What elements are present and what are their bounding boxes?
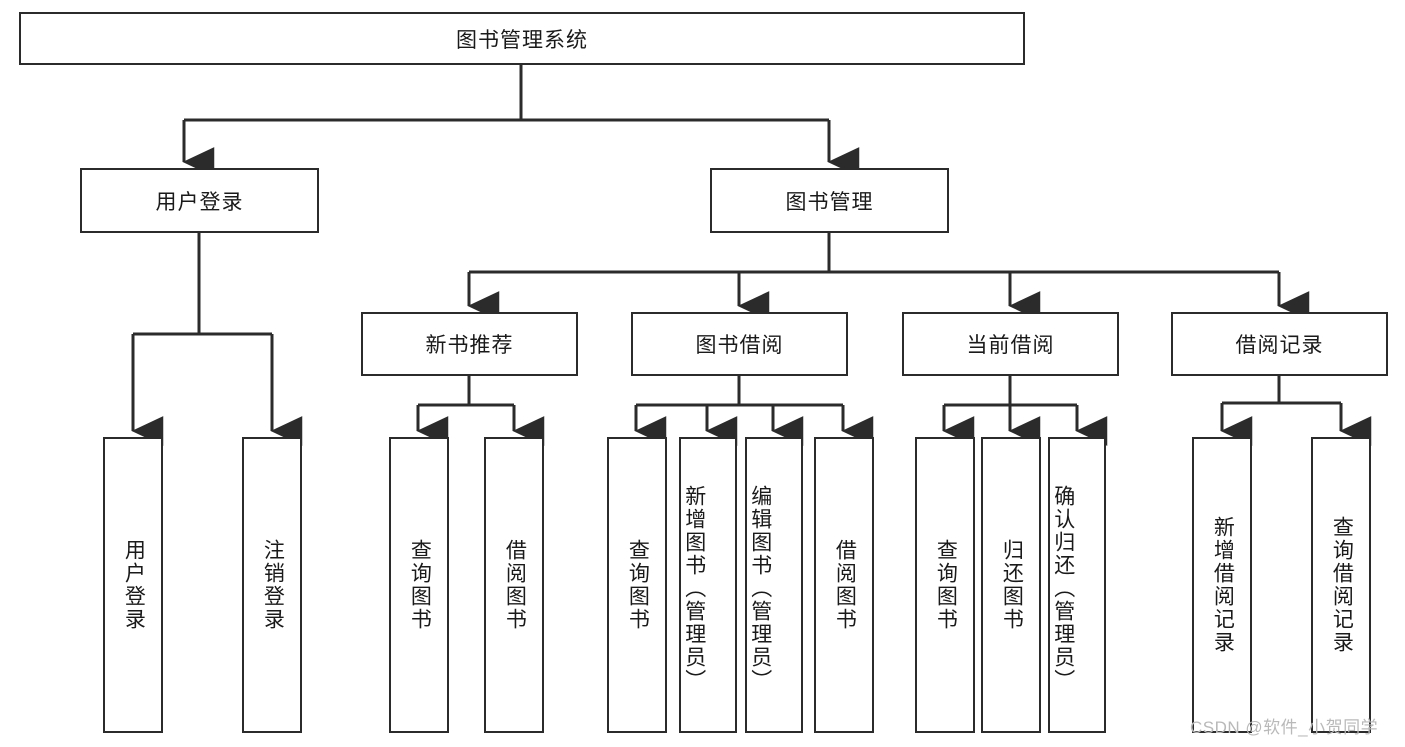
node-label: 借阅图书	[833, 539, 857, 631]
node-label: 借阅图书	[503, 539, 527, 631]
node-label: 查询借阅记录	[1330, 516, 1354, 654]
node-label: 用户登录	[155, 190, 244, 214]
leaf-current-borrow-return-book[interactable]: 归还图书	[981, 437, 1041, 733]
leaf-new-book-borrow-book[interactable]: 借阅图书	[484, 437, 544, 733]
leaf-new-book-query-book[interactable]: 查询图书	[389, 437, 449, 733]
node-label: 图书管理	[785, 190, 874, 214]
leaf-book-borrow-edit-book-admin[interactable]: 编辑图书（管理员）	[745, 437, 803, 733]
leaf-book-borrow-add-book-admin[interactable]: 新增图书（管理员）	[679, 437, 737, 733]
node-new-book-recommend[interactable]: 新书推荐	[361, 312, 578, 376]
node-borrow-record[interactable]: 借阅记录	[1171, 312, 1388, 376]
leaf-current-borrow-query-book[interactable]: 查询图书	[915, 437, 975, 733]
node-label: 当前借阅	[966, 334, 1055, 357]
leaf-book-borrow-borrow-book[interactable]: 借阅图书	[814, 437, 874, 733]
node-label: 编辑图书（管理员）	[748, 484, 772, 692]
node-label: 新增借阅记录	[1211, 516, 1235, 654]
node-label: 查询图书	[408, 539, 432, 631]
leaf-book-borrow-query-book[interactable]: 查询图书	[607, 437, 667, 733]
node-label: 注销登录	[261, 539, 285, 631]
node-book-management[interactable]: 图书管理	[710, 168, 949, 233]
node-current-borrow[interactable]: 当前借阅	[902, 312, 1119, 376]
leaf-borrow-record-add-record[interactable]: 新增借阅记录	[1192, 437, 1252, 733]
leaf-user-login-logout[interactable]: 注销登录	[242, 437, 302, 733]
node-book-borrow[interactable]: 图书借阅	[631, 312, 848, 376]
node-label: 查询图书	[934, 539, 958, 631]
node-label: 新增图书（管理员）	[682, 484, 706, 692]
leaf-current-borrow-confirm-return-admin[interactable]: 确认归还（管理员）	[1048, 437, 1106, 733]
node-label: 查询图书	[626, 539, 650, 631]
node-label: 归还图书	[1000, 539, 1024, 631]
leaf-borrow-record-query-record[interactable]: 查询借阅记录	[1311, 437, 1371, 733]
node-label: 图书管理系统	[456, 28, 588, 52]
csdn-watermark: CSDN @软件_小贺同学	[1190, 718, 1379, 737]
node-label: 新书推荐	[425, 334, 514, 357]
leaf-user-login-login[interactable]: 用户登录	[103, 437, 163, 733]
node-root-book-management-system[interactable]: 图书管理系统	[19, 12, 1025, 65]
node-user-login[interactable]: 用户登录	[80, 168, 319, 233]
node-label: 借阅记录	[1235, 334, 1324, 357]
node-label: 用户登录	[122, 539, 146, 631]
node-label: 确认归还（管理员）	[1051, 484, 1075, 692]
node-label: 图书借阅	[695, 334, 784, 357]
